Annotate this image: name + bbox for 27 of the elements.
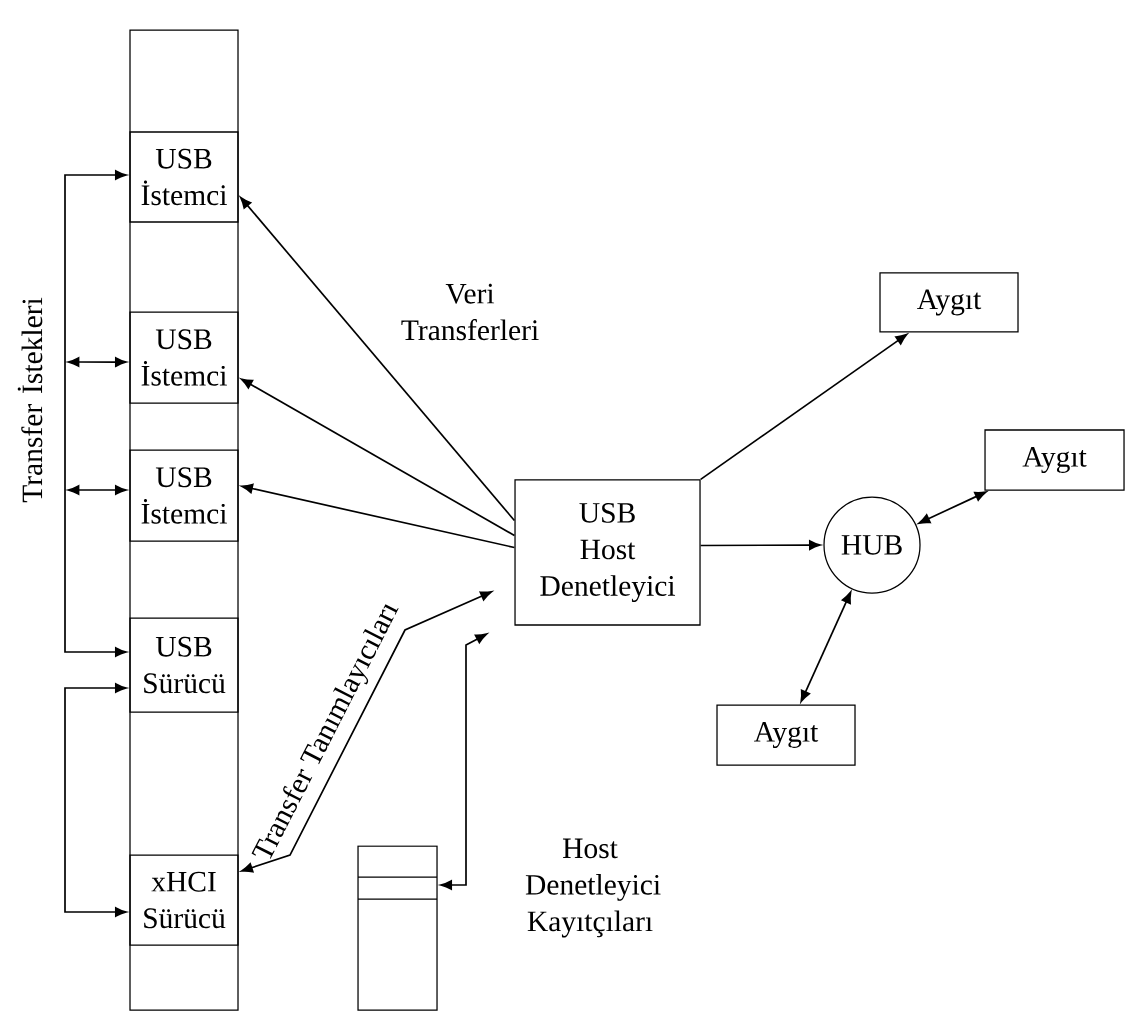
memory-cell: USB Sürücü	[129, 617, 239, 713]
register-stack	[357, 845, 438, 1011]
device-box: Aygıt	[716, 704, 856, 766]
arrow	[440, 633, 488, 890]
arrow	[800, 591, 852, 703]
memory-cell: USB İstemci	[129, 311, 239, 404]
arrow	[918, 491, 987, 524]
rotated-label: Transfer İstekleri	[17, 297, 43, 503]
register-label: Host Denetleyici Kayıtçıları	[525, 838, 661, 938]
arrow	[241, 483, 516, 549]
arrow	[240, 378, 516, 537]
arrow	[64, 170, 127, 657]
arrow	[699, 540, 821, 550]
arrow	[699, 333, 908, 481]
arrow	[239, 196, 516, 522]
text-label: Veri Transferleri	[401, 283, 539, 341]
memory-cell: xHCI Sürücü	[129, 854, 239, 946]
arrow	[64, 683, 127, 917]
memory-cell: USB İstemci	[129, 131, 239, 223]
device-box: Aygıt	[879, 272, 1019, 333]
arrow	[67, 357, 127, 367]
device-box: Aygıt	[984, 429, 1125, 491]
arrow	[67, 485, 127, 495]
memory-cell: USB İstemci	[129, 449, 239, 542]
process-box: USB Host Denetleyici	[514, 479, 701, 626]
arrow	[241, 591, 493, 873]
memory-column	[129, 29, 239, 1011]
